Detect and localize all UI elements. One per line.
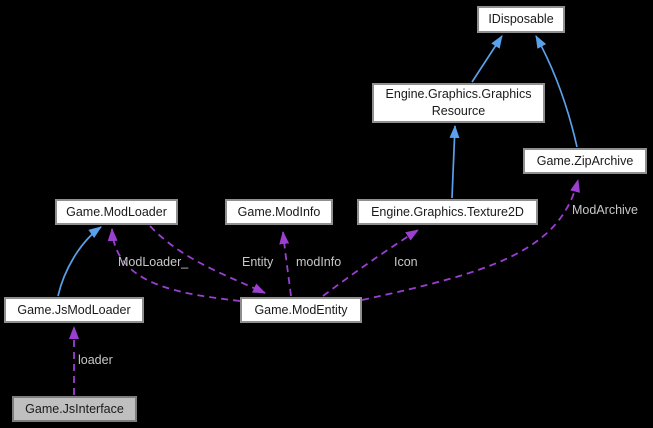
- node-label: Engine.Graphics.Texture2D: [371, 204, 524, 219]
- node-game-modloader[interactable]: Game.ModLoader: [55, 199, 178, 225]
- node-game-jsmodloader[interactable]: Game.JsModLoader: [4, 297, 144, 323]
- edge-usage-modentity-to-texture2d-icon: [322, 229, 419, 297]
- edge-usage-modentity-to-modinfo: [279, 231, 292, 297]
- node-game-ziparchive[interactable]: Game.ZipArchive: [523, 148, 647, 174]
- edge-label-modinfo: modInfo: [296, 255, 342, 269]
- edge-inheritance-ziparchive-to-idisposable: [535, 35, 578, 148]
- node-label: Game.ZipArchive: [536, 153, 634, 168]
- node-label: Game.ModInfo: [237, 204, 321, 219]
- node-label: Game.JsInterface: [25, 401, 124, 416]
- edge-label-entity: Entity: [242, 255, 274, 269]
- node-label: IDisposable: [488, 12, 554, 27]
- edge-label-modloader: ModLoader_: [118, 255, 189, 269]
- node-label: Game.ModLoader: [66, 204, 167, 219]
- edge-label-loader: loader: [78, 353, 113, 367]
- edge-inheritance-graphicsresource-to-idisposable: [471, 35, 503, 83]
- node-label: Game.ModEntity: [254, 302, 348, 317]
- node-engine-graphics-graphicsresource[interactable]: Engine.Graphics.Graphics Resource: [372, 83, 545, 123]
- edge-inheritance-texture2d-to-graphicsresource: [449, 125, 460, 199]
- edge-usage-modloader-to-modentity-entity: [149, 225, 266, 294]
- node-engine-graphics-texture2d[interactable]: Engine.Graphics.Texture2D: [357, 199, 538, 225]
- node-label: Game.JsModLoader: [17, 302, 131, 317]
- node-idisposable[interactable]: IDisposable: [477, 6, 565, 33]
- node-label: Engine.Graphics.Graphics Resource: [385, 87, 532, 118]
- node-game-jsinterface-current: Game.JsInterface: [12, 396, 137, 422]
- edge-usage-modentity-to-modloader: [107, 228, 241, 302]
- edge-usage-modentity-to-ziparchive: [361, 179, 580, 301]
- node-game-modentity[interactable]: Game.ModEntity: [240, 297, 362, 323]
- node-game-modinfo[interactable]: Game.ModInfo: [225, 199, 333, 225]
- edge-label-modarchive: ModArchive: [572, 203, 638, 217]
- edge-inheritance-jsmodloader-to-modloader: [57, 226, 102, 297]
- edge-label-icon: Icon: [394, 255, 418, 269]
